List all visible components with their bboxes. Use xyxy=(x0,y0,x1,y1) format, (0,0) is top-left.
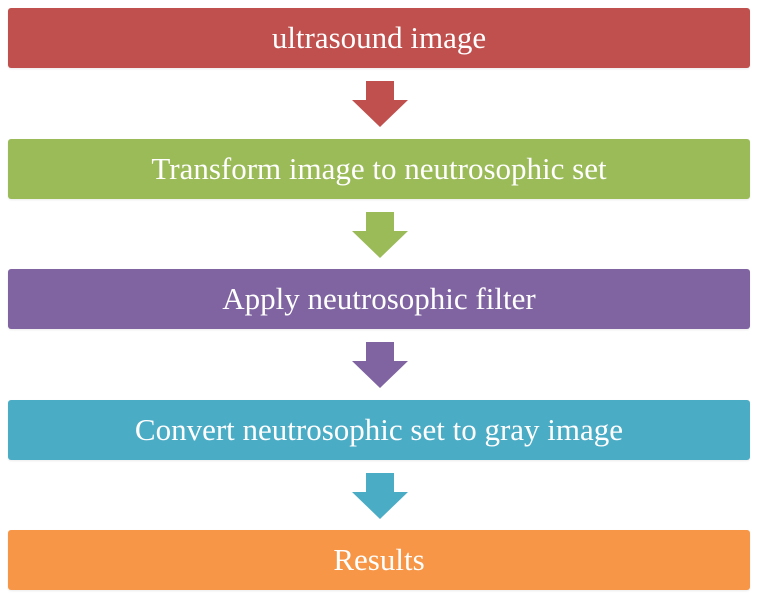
step-ultrasound-image: ultrasound image xyxy=(8,8,750,68)
down-arrow-icon xyxy=(352,342,408,388)
down-arrow-icon xyxy=(352,473,408,519)
down-arrow-icon xyxy=(352,81,408,127)
step-convert-to-gray-image: Convert neutrosophic set to gray image xyxy=(8,400,750,460)
step-results: Results xyxy=(8,530,750,590)
step-apply-neutrosophic-filter: Apply neutrosophic filter xyxy=(8,269,750,329)
down-arrow-icon xyxy=(352,212,408,258)
step-transform-to-neutrosophic: Transform image to neutrosophic set xyxy=(8,139,750,199)
